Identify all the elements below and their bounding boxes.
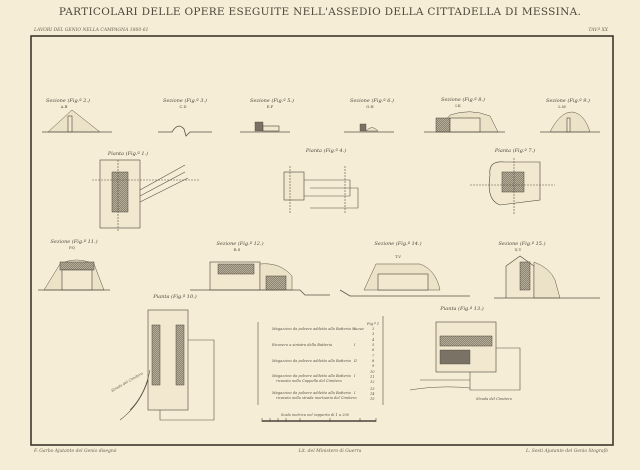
- figure-9-section: Sezione (Fig.ª 9.) L.M: [540, 97, 600, 133]
- svg-text:II: II: [353, 359, 357, 363]
- svg-text:Pianta (Fig.ª 13.): Pianta (Fig.ª 13.): [439, 305, 483, 312]
- svg-text:Sezione (Fig.ª 3.): Sezione (Fig.ª 3.): [163, 97, 207, 104]
- svg-text:G.H: G.H: [366, 104, 374, 109]
- svg-text:I: I: [353, 374, 356, 378]
- plate-title: PARTICOLARI DELLE OPERE ESEGUITE NELL'AS…: [59, 6, 581, 18]
- svg-text:3: 3: [372, 332, 375, 336]
- svg-text:4: 4: [371, 338, 375, 342]
- svg-text:ricavato nella Cappella del Ci: ricavato nella Cappella del Cimitero: [276, 379, 343, 383]
- figure-3-section: Sezione (Fig.ª 3.) C.D: [158, 97, 212, 137]
- footer-lithographer: L. Sesti Ajutante del Genio litografò: [525, 447, 608, 454]
- svg-text:Pianta (Fig.ª 10.): Pianta (Fig.ª 10.): [152, 293, 196, 300]
- svg-text:11: 11: [370, 375, 375, 379]
- svg-text:5: 5: [372, 343, 375, 347]
- svg-text:I: I: [353, 327, 356, 331]
- footer-draughtsman: F. Garbo Ajutante del Genio disegnò: [33, 447, 117, 454]
- svg-text:15: 15: [370, 397, 375, 401]
- figure-1-plan: Pianta (Fig.ª 1.): [92, 150, 200, 232]
- svg-text:E.F: E.F: [267, 104, 274, 109]
- legend-row: Magazzino da polvere addetto alla Batter…: [271, 370, 375, 384]
- svg-text:Sezione (Fig.ª 9.): Sezione (Fig.ª 9.): [546, 97, 590, 104]
- svg-text:Sezione (Fig.ª 11.): Sezione (Fig.ª 11.): [50, 238, 97, 245]
- svg-text:Pianta (Fig.ª 4.): Pianta (Fig.ª 4.): [305, 147, 346, 154]
- plate-frame: [30, 35, 614, 446]
- figure-10-plan: Pianta (Fig.ª 10.) Strada del Cimitero: [111, 293, 215, 421]
- legend-row: Magazzino da polvere addetto alla Batter…: [271, 354, 375, 368]
- svg-text:Sezione (Fig.ª 6.): Sezione (Fig.ª 6.): [350, 97, 394, 104]
- svg-text:I: I: [353, 391, 356, 395]
- svg-text:Magazzino da polvere addetto a: Magazzino da polvere addetto alla Batter…: [271, 327, 364, 331]
- plate-number: TAV.ª XX: [588, 27, 608, 33]
- svg-text:R.S: R.S: [234, 247, 241, 252]
- svg-text:Strada del Cimitero: Strada del Cimitero: [476, 397, 513, 401]
- figure-4-plan: Pianta (Fig.ª 4.): [283, 147, 359, 214]
- svg-text:C.D: C.D: [179, 104, 186, 109]
- figure-2-section: Sezione (Fig.ª 2.) A.B: [42, 97, 112, 133]
- svg-text:Magazzino da polvere addetto a: Magazzino da polvere addetto alla Batter…: [271, 391, 351, 395]
- scale-caption: Scala metrica nel rapporto di 1 a 200: [281, 413, 350, 417]
- svg-text:ricavato nella strada mortuari: ricavato nella strada mortuaria del Cimi…: [276, 396, 358, 400]
- svg-text:Fig.ª 1: Fig.ª 1: [366, 322, 379, 326]
- svg-text:L.M: L.M: [558, 104, 566, 109]
- figure-5-section: Sezione (Fig.ª 5.) E.F: [240, 97, 294, 133]
- series-caption: LAVORI DEL GENIO NELLA CAMPAGNA 1860-61: [33, 27, 148, 33]
- svg-text:14: 14: [370, 392, 375, 396]
- svg-text:Magazzino da polvere addetto a: Magazzino da polvere addetto alla Batter…: [271, 359, 351, 363]
- svg-text:Ricovero a sinistra della Batt: Ricovero a sinistra della Batteria: [271, 343, 332, 347]
- svg-text:P.Q: P.Q: [69, 245, 75, 250]
- svg-text:10: 10: [370, 370, 375, 374]
- svg-text:Sezione (Fig.ª 15.): Sezione (Fig.ª 15.): [498, 240, 545, 247]
- figure-11-section: Sezione (Fig.ª 11.) P.Q: [38, 238, 110, 291]
- svg-text:9: 9: [372, 364, 375, 368]
- svg-text:8: 8: [372, 359, 375, 363]
- svg-text:Pianta (Fig.ª 1.): Pianta (Fig.ª 1.): [107, 150, 148, 157]
- footer-printer: Lit. del Ministero di Guerra: [298, 448, 362, 454]
- svg-text:Sezione (Fig.ª 8.): Sezione (Fig.ª 8.): [441, 96, 485, 103]
- figure-8-section: Sezione (Fig.ª 8.) I.K: [424, 96, 505, 133]
- svg-text:A.B: A.B: [60, 104, 68, 109]
- scale-bar: [261, 418, 377, 422]
- svg-text:I.K: I.K: [455, 103, 461, 108]
- svg-text:7: 7: [372, 354, 375, 358]
- figure-12-section: Sezione (Fig.ª 12.) R.S: [190, 240, 330, 296]
- svg-text:13: 13: [370, 387, 375, 391]
- svg-text:I: I: [353, 343, 356, 347]
- figure-6-section: Sezione (Fig.ª 6.) G.H: [344, 97, 394, 133]
- figure-14-section: Sezione (Fig.ª 14.) T.V: [339, 240, 470, 297]
- svg-text:Strada del Cimitero: Strada del Cimitero: [111, 371, 145, 393]
- svg-text:Pianta (Fig.ª 7.): Pianta (Fig.ª 7.): [494, 147, 535, 154]
- svg-text:T.V: T.V: [395, 254, 401, 259]
- figure-13-plan: Pianta (Fig.ª 13.) Strada del Cimitero: [409, 305, 521, 401]
- svg-text:Sezione (Fig.ª 5.): Sezione (Fig.ª 5.): [250, 97, 294, 104]
- legend-row: Ricovero a sinistra della Batteria I 4 5…: [271, 338, 375, 352]
- svg-text:6: 6: [372, 348, 375, 352]
- legend-row: Magazzino da polvere addetto alla Batter…: [271, 322, 379, 336]
- svg-text:Magazzino da polvere addetto a: Magazzino da polvere addetto alla Batter…: [271, 374, 351, 378]
- svg-text:2: 2: [371, 327, 375, 331]
- svg-text:X.Y: X.Y: [515, 247, 522, 252]
- svg-text:Sezione (Fig.ª 2.): Sezione (Fig.ª 2.): [46, 97, 90, 104]
- svg-text:Sezione (Fig.ª 14.): Sezione (Fig.ª 14.): [374, 240, 421, 247]
- figure-15-section: Sezione (Fig.ª 15.) X.Y: [494, 240, 600, 299]
- figure-7-plan: Pianta (Fig.ª 7.): [470, 147, 555, 215]
- legend-row: Magazzino da polvere addetto alla Batter…: [271, 387, 375, 401]
- svg-text:Sezione (Fig.ª 12.): Sezione (Fig.ª 12.): [216, 240, 263, 247]
- legend-table: Magazzino da polvere addetto alla Batter…: [257, 316, 384, 422]
- svg-text:12: 12: [370, 380, 375, 384]
